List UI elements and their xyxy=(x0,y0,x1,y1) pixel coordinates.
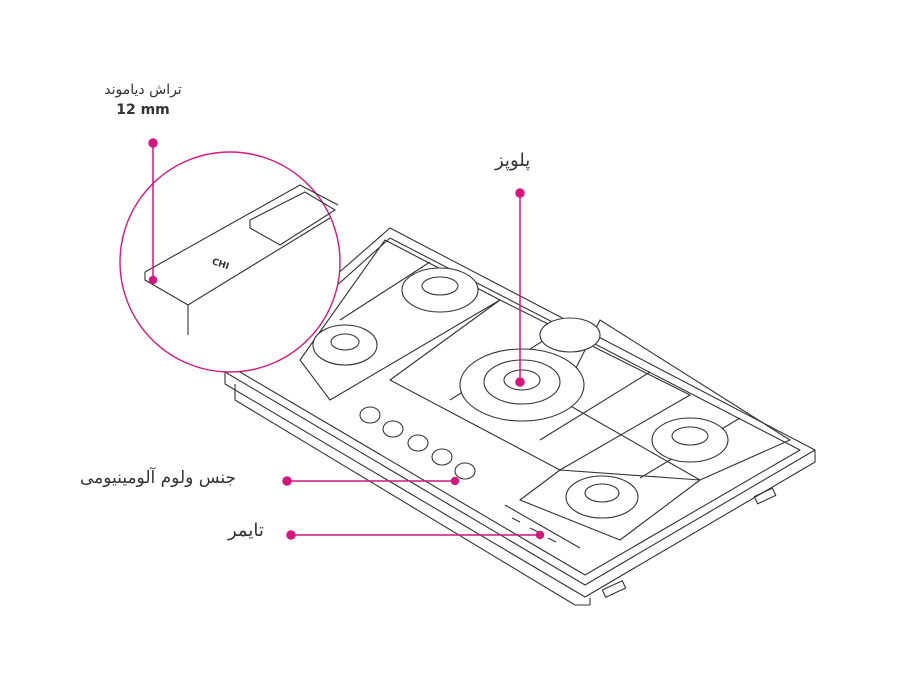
callout-dot-knobs xyxy=(282,476,292,486)
detail-magnifier: CHI xyxy=(119,151,341,373)
hob-body xyxy=(234,384,590,606)
diamond-cut-label: تراش دیاموند 12 mm xyxy=(88,80,198,120)
timer-label: تایمر xyxy=(228,520,264,541)
diamond-cut-text: تراش دیاموند xyxy=(104,82,182,98)
thickness-text: 12 mm xyxy=(116,102,170,118)
aluminum-knobs-label: جنس ولوم آلومینیومی xyxy=(80,468,237,488)
burner-back-right xyxy=(539,317,601,353)
callout-dot-wok xyxy=(515,188,525,198)
timer-display xyxy=(504,504,581,549)
control-knobs xyxy=(359,406,476,480)
wok-burner-label: پلوپز xyxy=(495,150,531,171)
callout-dot-diamond xyxy=(148,138,158,148)
callout-dot-timer xyxy=(286,530,296,540)
